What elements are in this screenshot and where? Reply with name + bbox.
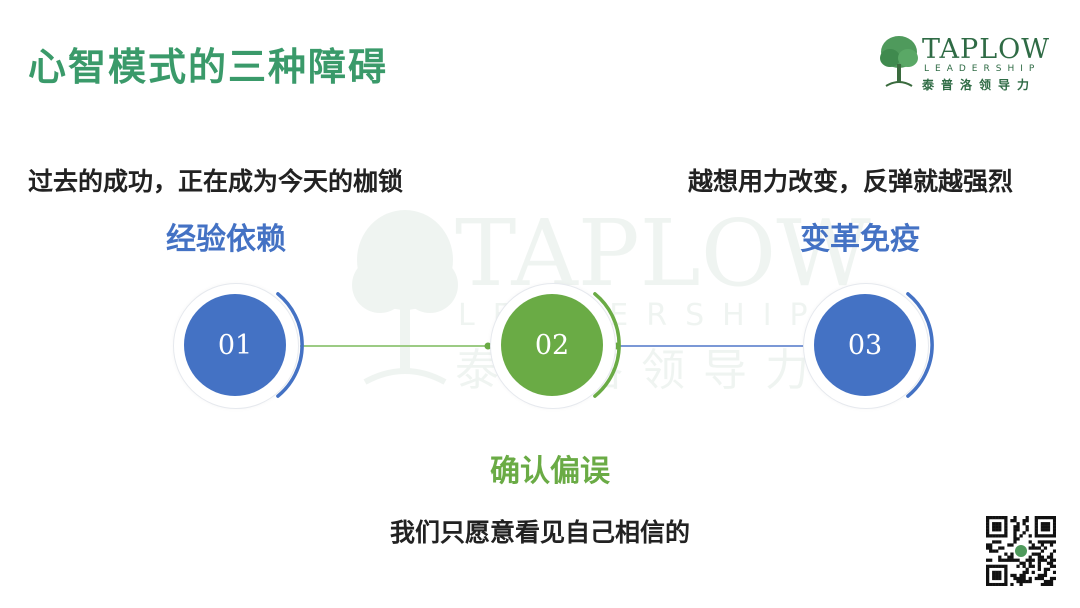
logo-subline: LEADERSHIP <box>924 64 1041 74</box>
node-arc <box>593 292 621 398</box>
barrier-label-03: 变革免疫 <box>800 222 920 257</box>
node-number-02: 02 <box>501 294 603 396</box>
connector-dot-left <box>484 342 492 350</box>
slide-title: 心智模式的三种障碍 <box>28 45 389 89</box>
left-description: 过去的成功，正在成为今天的枷锁 <box>28 167 404 196</box>
barrier-node-01: 01 <box>165 275 305 415</box>
logo-wordmark: TAPLOW <box>922 34 1051 65</box>
watermark-tree-icon <box>352 210 458 385</box>
right-description: 越想用力改变，反弹就越强烈 <box>688 167 1014 196</box>
taplow-logo: TAPLOW LEADERSHIP 泰普洛领导力 <box>878 34 1058 94</box>
barrier-label-02: 确认偏误 <box>490 454 610 489</box>
connector-02-03 <box>615 345 810 347</box>
node-number-01: 01 <box>184 294 286 396</box>
bottom-description: 我们只愿意看见自己相信的 <box>390 518 691 547</box>
tree-icon <box>880 36 918 87</box>
node-arc <box>276 292 304 398</box>
barrier-label-01: 经验依赖 <box>166 222 286 257</box>
node-arc <box>906 292 934 398</box>
connector-01-02 <box>300 345 488 347</box>
node-number-03: 03 <box>814 294 916 396</box>
qr-code-icon[interactable] <box>986 516 1056 586</box>
logo-chinese: 泰普洛领导力 <box>922 78 1037 92</box>
barrier-node-02: 02 <box>482 275 622 415</box>
barrier-node-03: 03 <box>795 275 935 415</box>
